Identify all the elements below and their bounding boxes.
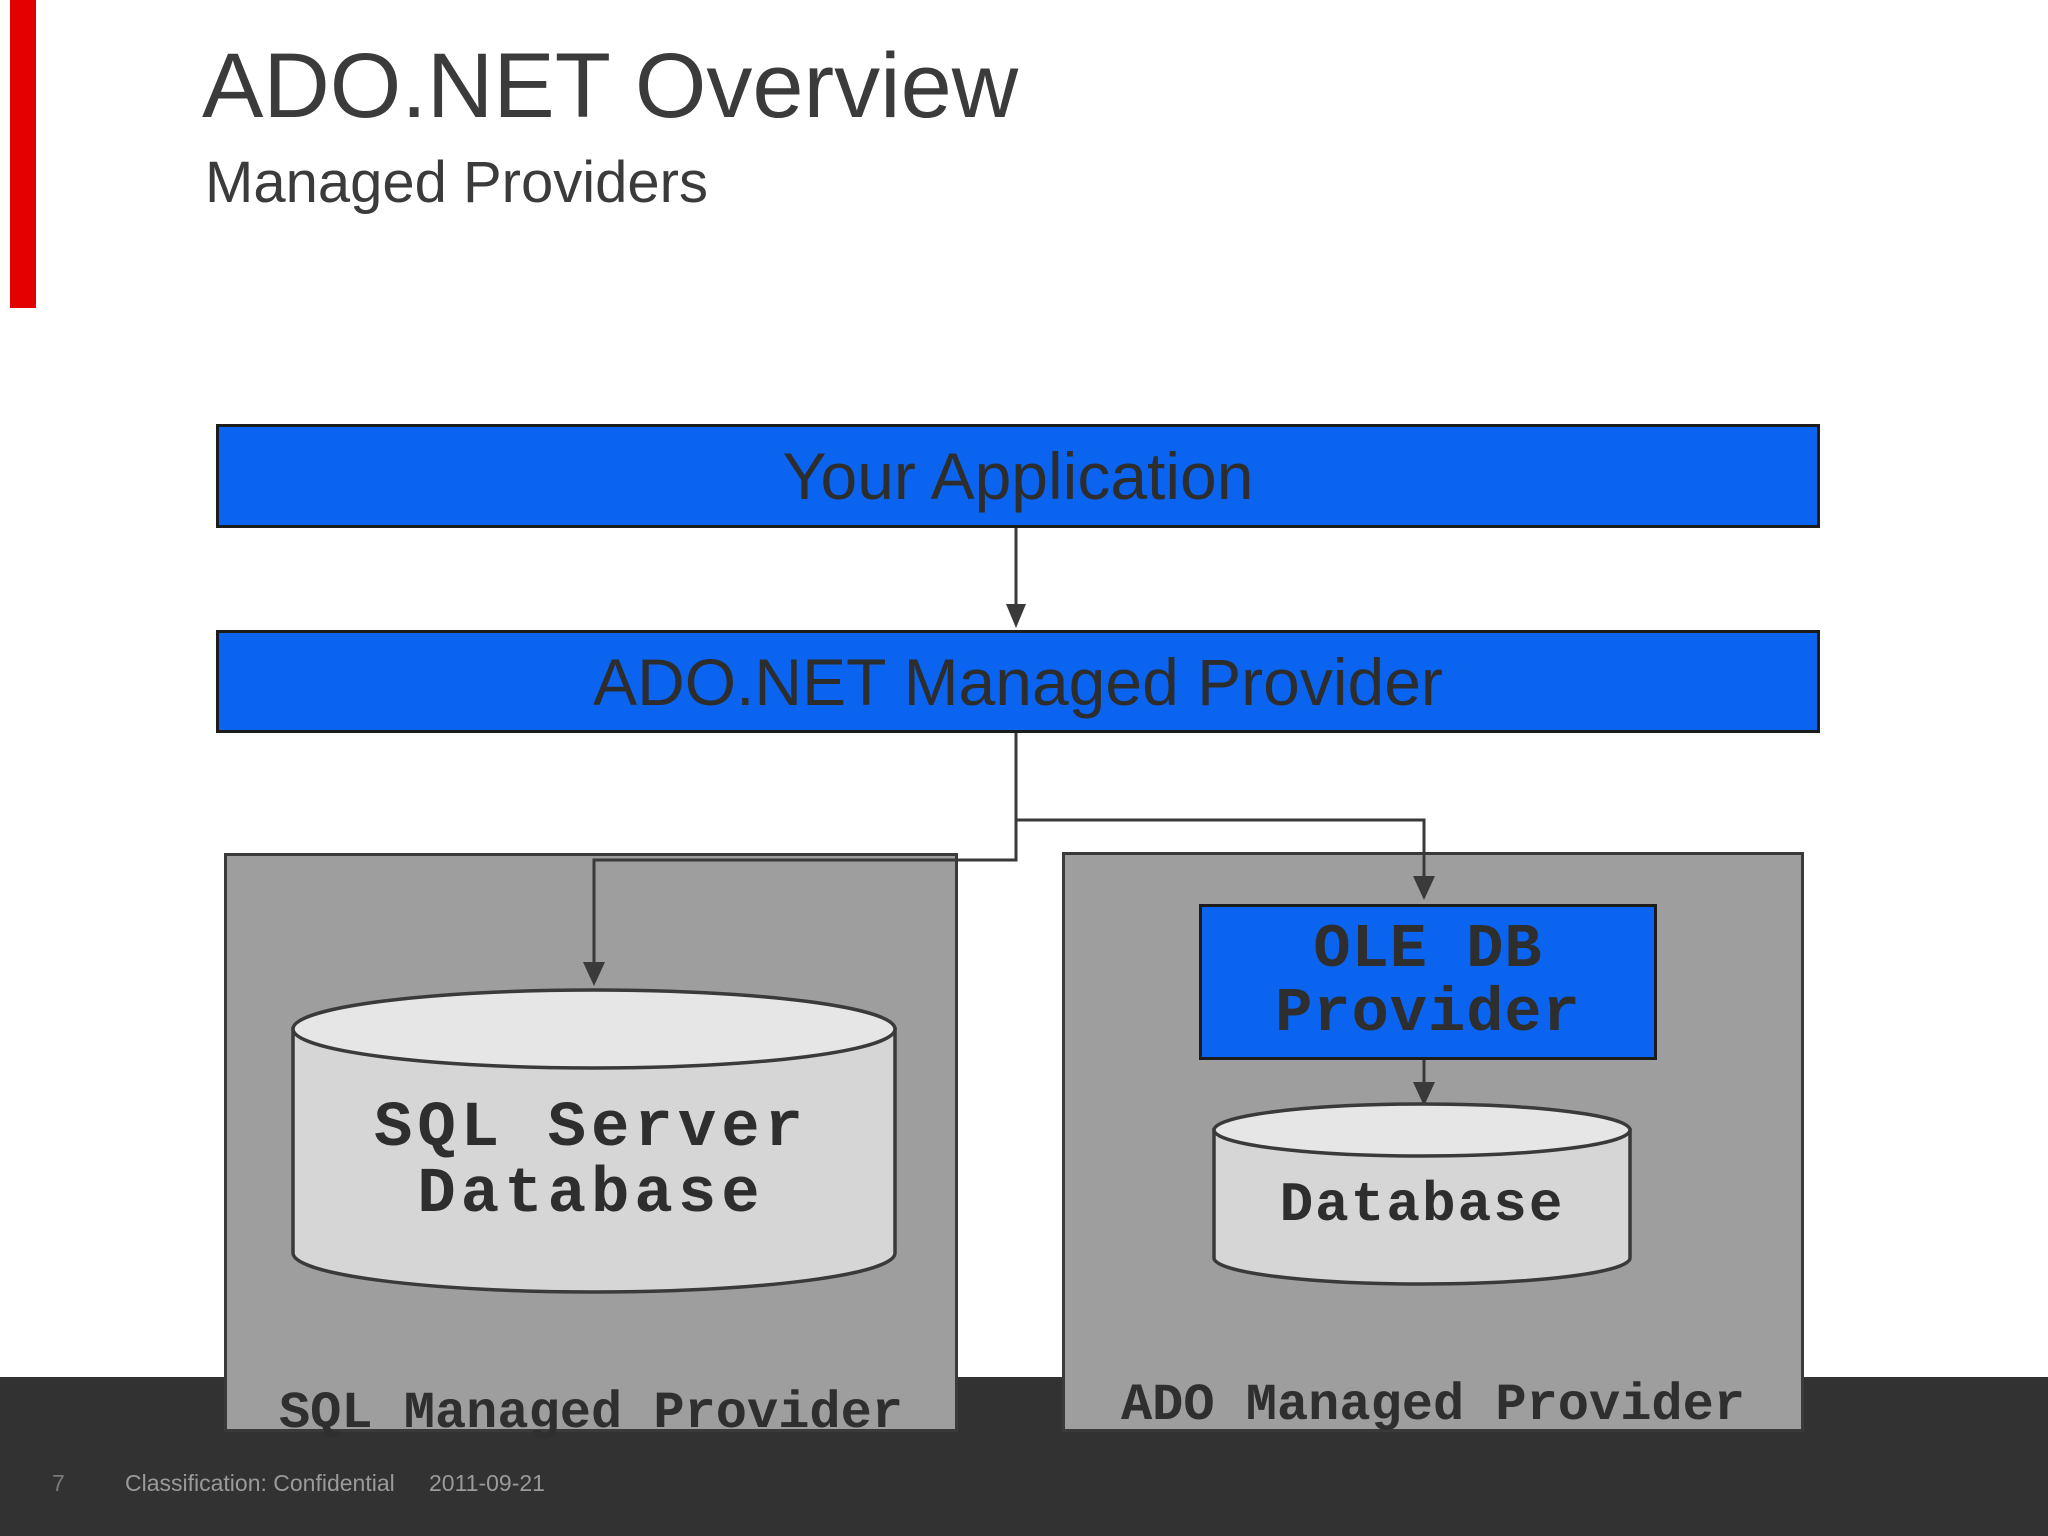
db-cylinder-label-text: Database	[1279, 1173, 1565, 1237]
footer-classification: Classification: Confidential	[125, 1470, 395, 1496]
sql-panel-caption: SQL Managed Provider	[278, 1384, 904, 1443]
page-subtitle: Managed Providers	[205, 150, 708, 215]
ole-db-provider-box: OLE DB Provider	[1199, 904, 1657, 1060]
adonet-managed-provider-box: ADO.NET Managed Provider	[216, 630, 1820, 733]
ole-db-label-line2: Provider	[1275, 978, 1581, 1049]
ole-db-label-line1: OLE DB	[1313, 914, 1543, 985]
ado-panel-caption: ADO Managed Provider	[1120, 1376, 1746, 1435]
sql-cylinder-label-line2: Database	[417, 1159, 765, 1231]
your-application-box: Your Application	[216, 424, 1820, 528]
arrowhead-provider	[1006, 604, 1026, 628]
footer-date: 2011-09-21	[429, 1470, 545, 1496]
page-title: ADO.NET Overview	[202, 35, 1019, 137]
adonet-managed-provider-label: ADO.NET Managed Provider	[593, 644, 1443, 719]
sql-cylinder-label-line1: SQL Server	[373, 1093, 809, 1165]
accent-bar	[10, 0, 36, 308]
footer-page-number: 7	[52, 1470, 65, 1496]
your-application-label: Your Application	[782, 439, 1254, 513]
sql-cylinder-label: SQL Server Database	[224, 1096, 958, 1228]
db-cylinder-label: Database	[1214, 1176, 1630, 1234]
